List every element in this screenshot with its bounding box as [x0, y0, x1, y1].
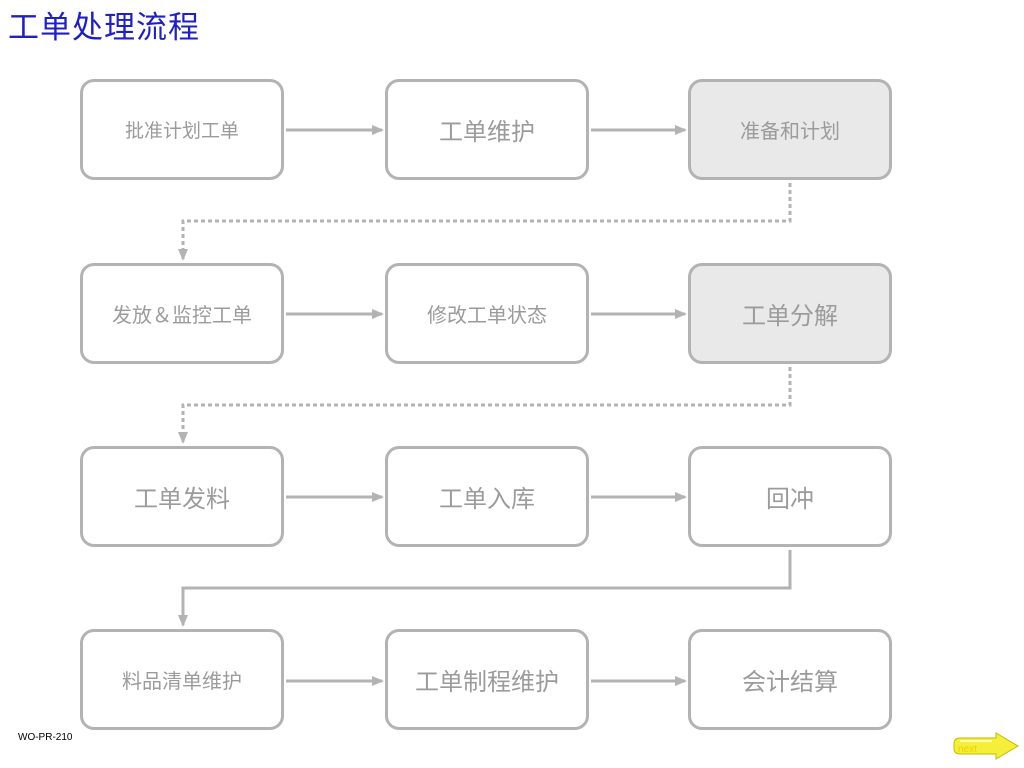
step-work-order-routing-maintenance[interactable]: 工单制程维护: [385, 629, 589, 730]
next-button[interactable]: next: [952, 732, 1022, 762]
step-work-order-receipt[interactable]: 工单入库: [385, 446, 589, 547]
dotted-connector-6-7: [178, 367, 792, 444]
dotted-connector-3-4: [178, 183, 792, 261]
step-modify-work-order-status[interactable]: 修改工单状态: [385, 263, 589, 364]
step-preparation-and-planning[interactable]: 准备和计划: [688, 79, 892, 180]
step-bom-maintenance[interactable]: 料品清单维护: [80, 629, 284, 730]
step-accounting-settlement[interactable]: 会计结算: [688, 629, 892, 730]
step-work-order-maintenance[interactable]: 工单维护: [385, 79, 589, 180]
step-work-order-decomposition[interactable]: 工单分解: [688, 263, 892, 364]
next-arrow-icon: [953, 732, 1019, 760]
step-work-order-material-issue[interactable]: 工单发料: [80, 446, 284, 547]
connector-9-10: [178, 550, 792, 627]
page-title: 工单处理流程: [8, 10, 200, 46]
step-backflush[interactable]: 回冲: [688, 446, 892, 547]
next-label: next: [958, 744, 977, 755]
step-release-and-monitor-work-order[interactable]: 发放＆监控工单: [80, 263, 284, 364]
page-code: WO-PR-210: [18, 732, 73, 743]
step-approve-planned-work-order[interactable]: 批准计划工单: [80, 79, 284, 180]
